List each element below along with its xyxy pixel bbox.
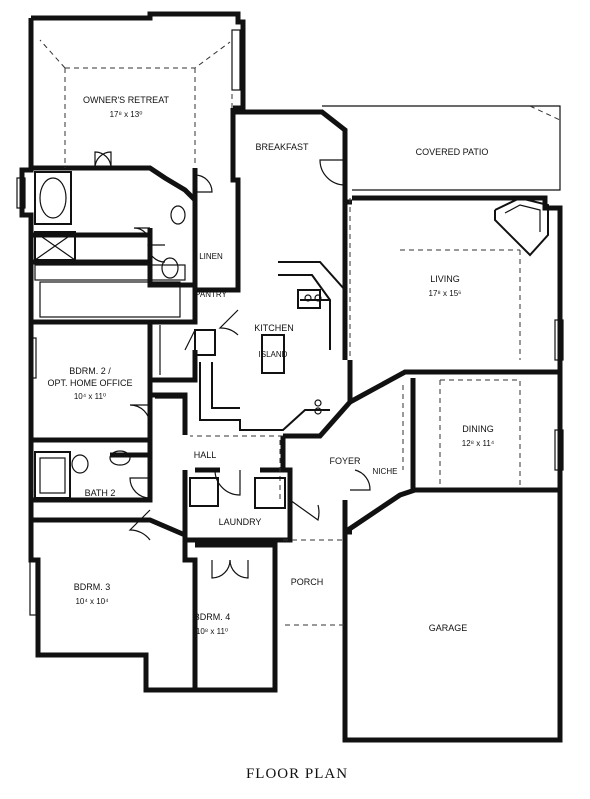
windows <box>16 29 564 616</box>
owners-retreat-label: OWNER'S RETREAT <box>83 95 170 105</box>
hall-label: HALL <box>194 450 217 460</box>
porch-label: PORCH <box>291 577 324 587</box>
doors <box>94 151 371 579</box>
exterior-walls <box>19 11 563 743</box>
dining-label: DINING <box>462 424 494 434</box>
open-lines <box>39 39 561 626</box>
bedroom2-label-line1: BDRM. 2 / <box>69 366 111 376</box>
owners-retreat-size: 17⁸ x 13⁰ <box>110 110 143 119</box>
bedroom4-label: BDRM. 4 <box>194 612 231 622</box>
laundry-label: LAUNDRY <box>219 517 262 527</box>
living-size: 17⁸ x 15⁶ <box>429 289 462 298</box>
fixtures <box>34 171 549 509</box>
covered-patio-label: COVERED PATIO <box>416 147 489 157</box>
bedroom3-size: 10⁴ x 10⁴ <box>75 597 109 606</box>
foyer-label: FOYER <box>329 456 361 466</box>
bedroom2-label-line2: OPT. HOME OFFICE <box>47 378 132 388</box>
room-labels: OWNER'S RETREAT 17⁸ x 13⁰ BREAKFAST COVE… <box>47 95 494 636</box>
pantry-label: PANTRY <box>195 290 227 299</box>
bedroom3-label: BDRM. 3 <box>74 582 111 592</box>
bedroom2-size: 10⁴ x 11⁰ <box>74 392 106 401</box>
living-label: LIVING <box>430 274 460 284</box>
breakfast-label: BREAKFAST <box>255 142 309 152</box>
dining-size: 12⁸ x 11⁴ <box>462 439 495 448</box>
island-label: ISLAND <box>259 350 288 359</box>
bedroom4-size: 10⁸ x 11⁰ <box>196 627 228 636</box>
linen-label: LINEN <box>199 252 223 261</box>
floor-plan-caption: FLOOR PLAN <box>246 766 348 782</box>
kitchen-label: KITCHEN <box>254 323 294 333</box>
niche-label: NICHE <box>373 467 398 476</box>
garage-label: GARAGE <box>429 623 468 633</box>
bath2-label: BATH 2 <box>85 488 116 498</box>
